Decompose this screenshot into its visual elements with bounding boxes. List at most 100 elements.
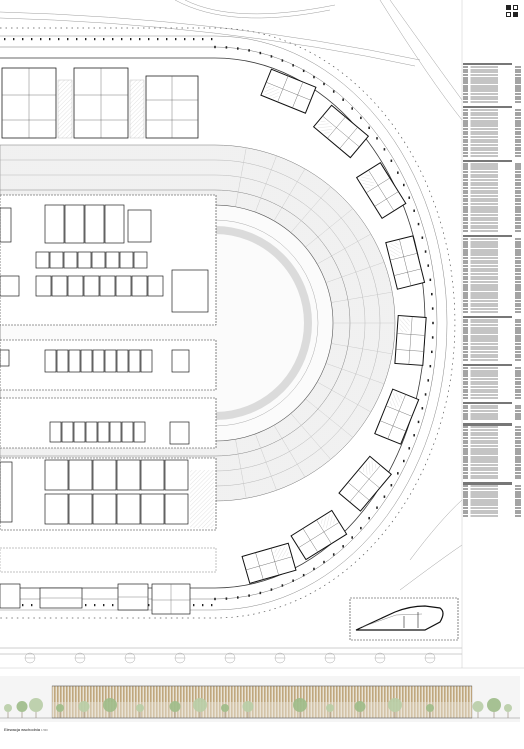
legend-row	[463, 208, 521, 211]
legend-row	[463, 170, 521, 173]
legend-row	[463, 286, 521, 289]
column-dot	[31, 38, 33, 41]
column-dot	[417, 222, 420, 226]
legend-row	[463, 426, 521, 429]
concourse-module	[312, 104, 370, 159]
legend-row	[463, 350, 521, 354]
column-dot	[67, 38, 69, 41]
aisle-line	[235, 439, 247, 499]
tree	[388, 698, 402, 712]
column-dot	[323, 82, 325, 86]
module-partition	[339, 127, 358, 149]
legend-row	[463, 391, 521, 394]
column-dot	[22, 604, 24, 607]
legend-row	[463, 334, 521, 337]
legend-row	[463, 152, 521, 155]
legend-row	[463, 125, 521, 128]
module-partition	[374, 191, 399, 207]
legend-row	[463, 445, 521, 448]
module-hatch	[399, 317, 411, 333]
column-dot	[342, 98, 344, 101]
room-cell	[85, 421, 98, 443]
module-partition	[316, 519, 332, 544]
room-cell	[80, 349, 93, 373]
column-dot	[342, 545, 344, 548]
section-marker-icon	[124, 652, 136, 664]
column-dot	[383, 148, 386, 151]
room-cell	[0, 275, 20, 297]
room-cell	[169, 421, 190, 445]
legend-row	[463, 130, 521, 133]
legend-row	[463, 318, 521, 321]
room-cell	[64, 204, 85, 244]
tree	[169, 701, 181, 712]
module-partition	[395, 349, 424, 352]
legend-row	[463, 372, 521, 375]
legend-row	[463, 227, 521, 230]
section-marker-icon	[324, 652, 336, 664]
column-dot	[302, 573, 305, 577]
legend-group-heading	[463, 482, 513, 485]
aisle-line	[273, 168, 306, 221]
column-dot	[292, 64, 294, 67]
column-dot	[112, 38, 114, 41]
legend-row	[463, 375, 521, 378]
legend-row	[463, 469, 521, 472]
legend-row	[463, 259, 521, 262]
legend-row	[463, 213, 521, 216]
module-partition	[390, 253, 418, 261]
column-dot	[193, 38, 195, 41]
column-dot	[397, 472, 399, 475]
room-cell	[128, 349, 141, 373]
tree	[293, 698, 307, 712]
column-dot	[148, 38, 150, 41]
legend-row	[463, 135, 521, 138]
tree	[78, 701, 90, 712]
room-cell	[99, 275, 116, 297]
legend-row	[463, 455, 521, 458]
legend-row	[463, 291, 521, 294]
room-cell	[121, 421, 134, 443]
legend-row	[463, 450, 521, 453]
concourse-module	[290, 509, 348, 561]
module-partition	[385, 405, 413, 417]
column-dot	[211, 604, 213, 607]
room-cell	[104, 349, 117, 373]
room-cell	[115, 275, 132, 297]
legend-rows	[463, 404, 521, 421]
column-dot	[421, 407, 424, 410]
column-dot	[202, 604, 204, 607]
tree	[56, 704, 64, 712]
module-partition	[358, 469, 380, 489]
room-cell	[68, 349, 81, 373]
room-cell	[109, 421, 122, 443]
legend-row	[463, 262, 521, 265]
legend-row	[463, 410, 521, 413]
west-facilities	[0, 194, 217, 573]
module-hatch	[316, 118, 334, 136]
legend-group-heading	[463, 423, 513, 426]
legend-row	[463, 377, 521, 380]
room-cell	[105, 251, 120, 269]
column-dot	[175, 38, 177, 41]
legend-row	[463, 79, 521, 82]
room-cell	[140, 349, 153, 373]
aisle-line	[331, 343, 393, 355]
concourse-module	[241, 542, 297, 585]
column-dot	[85, 604, 87, 607]
room-partitions	[0, 204, 209, 525]
tree	[16, 701, 28, 712]
legend-row	[463, 385, 521, 388]
column-dot	[112, 604, 114, 607]
legend-row	[463, 65, 521, 69]
module-partition	[393, 268, 422, 276]
legend-row	[463, 506, 521, 509]
module-partition	[366, 177, 391, 194]
legend-row	[463, 133, 521, 136]
column-dot	[94, 38, 96, 41]
legend-row	[463, 192, 521, 195]
legend-row	[463, 396, 521, 399]
legend-row	[463, 203, 521, 206]
module-hatch	[263, 84, 281, 100]
column-dot	[427, 264, 430, 267]
